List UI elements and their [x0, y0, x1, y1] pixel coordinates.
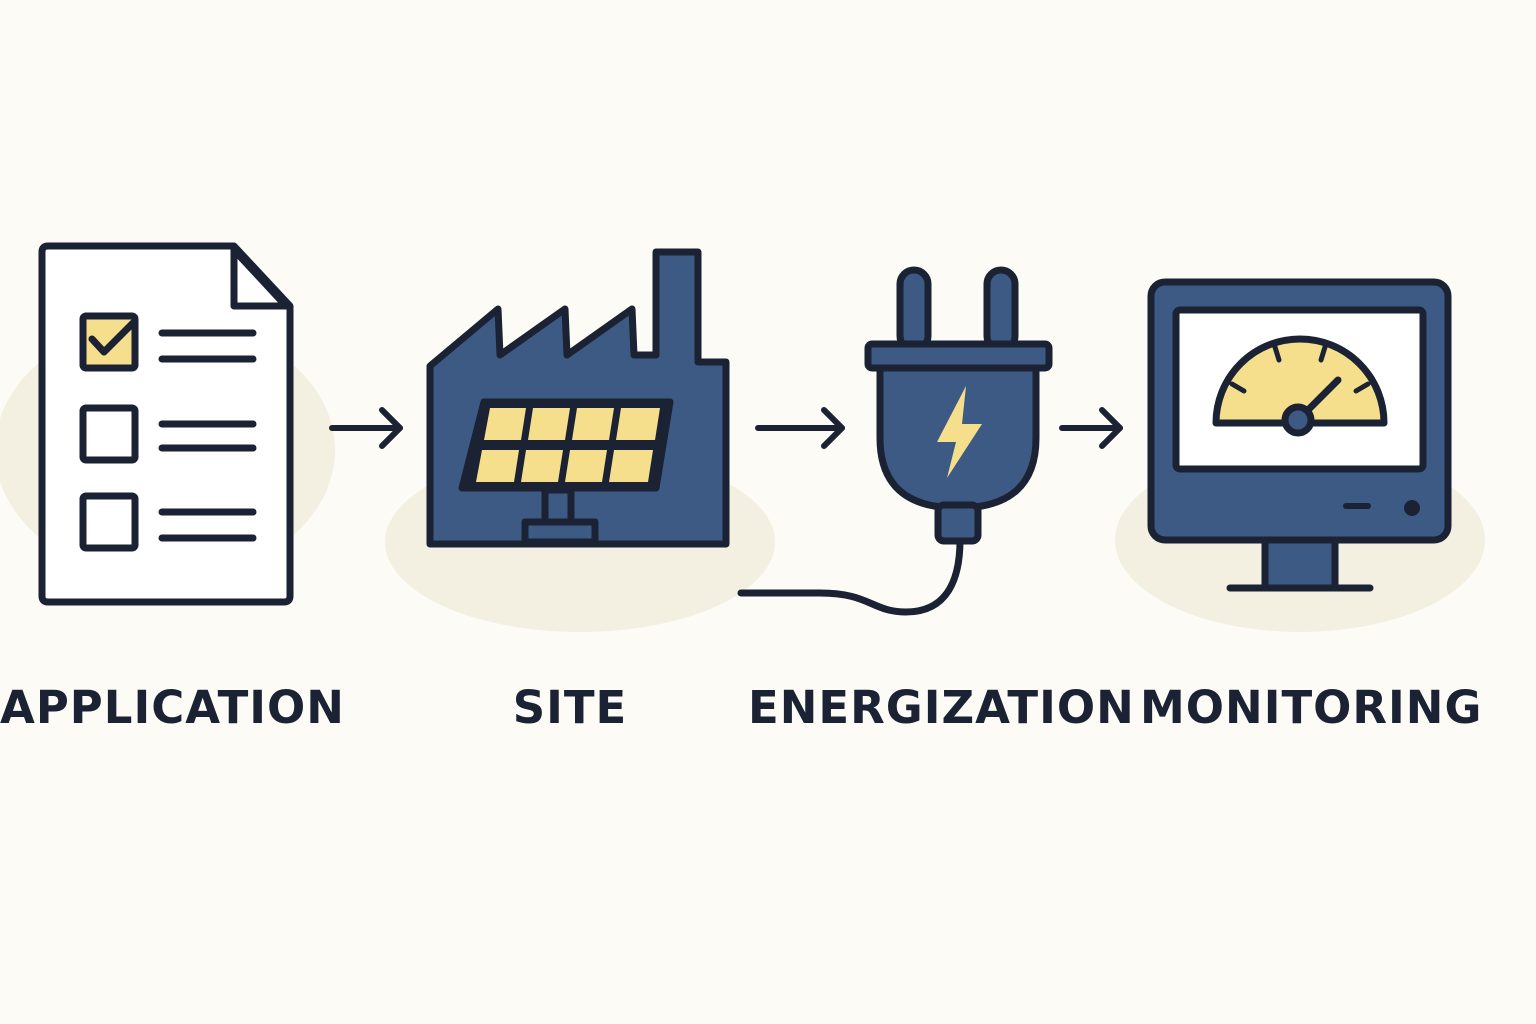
- checklist-document-icon: [38, 242, 294, 606]
- arrow-right-icon: [755, 407, 845, 449]
- check-mark-icon: [88, 318, 138, 356]
- gauge-dial: [1212, 335, 1388, 427]
- plug-neck: [934, 501, 982, 545]
- plug-collar: [864, 340, 1053, 372]
- step-label-application: APPLICATION: [0, 681, 345, 734]
- arrow-right-icon: [329, 407, 403, 449]
- monitor-stand: [1261, 534, 1339, 592]
- document-fold: [230, 246, 290, 310]
- gauge-ticks: [1229, 344, 1371, 394]
- gauge-hub: [1281, 403, 1315, 437]
- solar-panel: [458, 398, 674, 492]
- plug-prong-left: [896, 266, 932, 354]
- solar-panel-base: [521, 518, 599, 546]
- monitor-power-button: [1404, 500, 1420, 516]
- step-label-site: SITE: [512, 681, 628, 734]
- arrow-right-icon: [1059, 407, 1123, 449]
- monitor-gauge-icon: [1147, 278, 1452, 592]
- factory-solar-panel-icon: [426, 248, 730, 548]
- checkbox-checked: [79, 312, 139, 372]
- step-label-monitoring: MONITORING: [1140, 681, 1483, 734]
- checkbox-empty-2: [79, 492, 139, 552]
- plug-prong-right: [983, 266, 1019, 354]
- factory-building: [426, 248, 730, 548]
- checkbox-empty-1: [79, 404, 139, 464]
- step-label-energization: ENERGIZATION: [748, 681, 1135, 734]
- lightning-bolt-icon: [937, 386, 982, 478]
- plug-cable: [737, 536, 964, 616]
- power-plug-icon: [737, 266, 1053, 616]
